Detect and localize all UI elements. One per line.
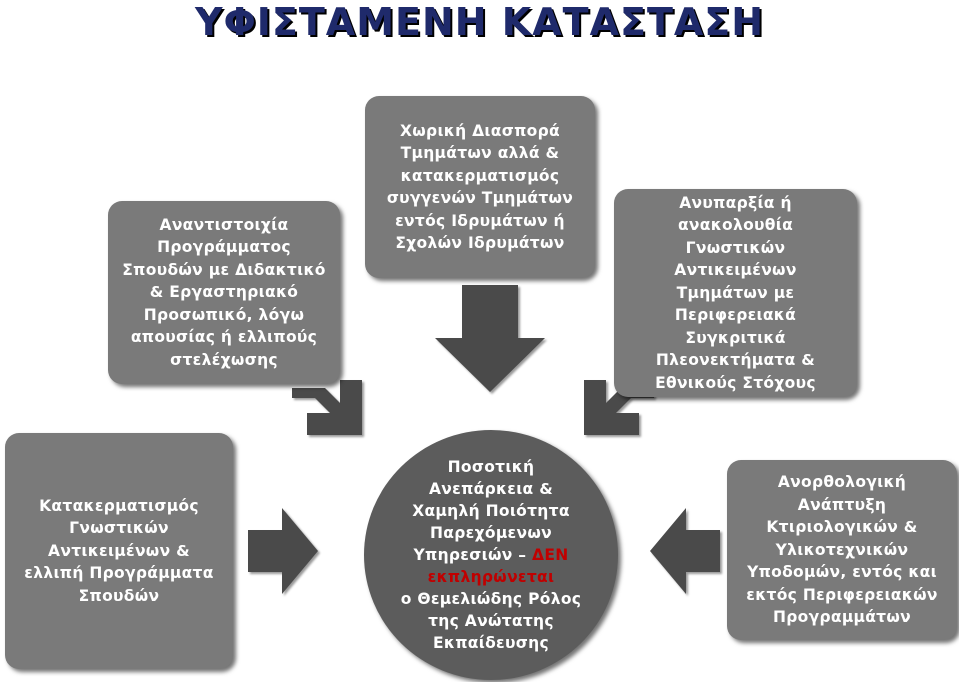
- box-top-right: Ανυπαρξία ή ανακολουθία Γνωστικών Αντικε…: [614, 189, 857, 397]
- center-line-2: Ανεπάρκεια &: [428, 480, 554, 498]
- center-highlight-1: ΔΕΝ: [532, 546, 569, 564]
- arrow-down-top-center: [435, 285, 545, 392]
- arrow-diag-top-left: [292, 380, 362, 435]
- box-top-center: Χωρική Διασπορά Τμημάτων αλλά & κατακερμ…: [365, 96, 595, 278]
- box-middle-left: Κατακερματισμός Γνωστικών Αντικειμένων &…: [5, 433, 233, 669]
- arrow-left-middle-right: [650, 508, 720, 594]
- box-top-left: Αναντιστοιχία Προγράμματος Σπουδών με Δι…: [108, 201, 340, 384]
- center-line-7: της Ανώτατης: [428, 612, 554, 630]
- center-circle: Ποσοτική Ανεπάρκεια & Χαμηλή Ποιότητα Πα…: [364, 430, 618, 680]
- center-line-8: Εκπαίδευσης: [433, 634, 549, 652]
- center-text: Ποσοτική Ανεπάρκεια & Χαμηλή Ποιότητα Πα…: [401, 456, 582, 654]
- center-line-6: ο Θεμελιώδης Ρόλος: [400, 590, 582, 608]
- diagram-title: ΥΦΙΣΤΑΜΕΝΗ ΚΑΤΑΣΤΑΣΗ: [194, 0, 765, 44]
- center-line-4: Παρεχόμενων: [430, 524, 552, 542]
- center-line-1: Ποσοτική: [447, 458, 535, 476]
- center-highlight-2: εκπληρώνεται: [427, 568, 555, 586]
- center-line-5: Υπηρεσιών –: [413, 546, 527, 564]
- box-middle-right: Ανορθολογική Ανάπτυξη Κτιριολογικών & Υλ…: [727, 460, 957, 640]
- center-line-3: Χαμηλή Ποιότητα: [412, 502, 570, 520]
- arrow-right-middle-left: [248, 508, 318, 594]
